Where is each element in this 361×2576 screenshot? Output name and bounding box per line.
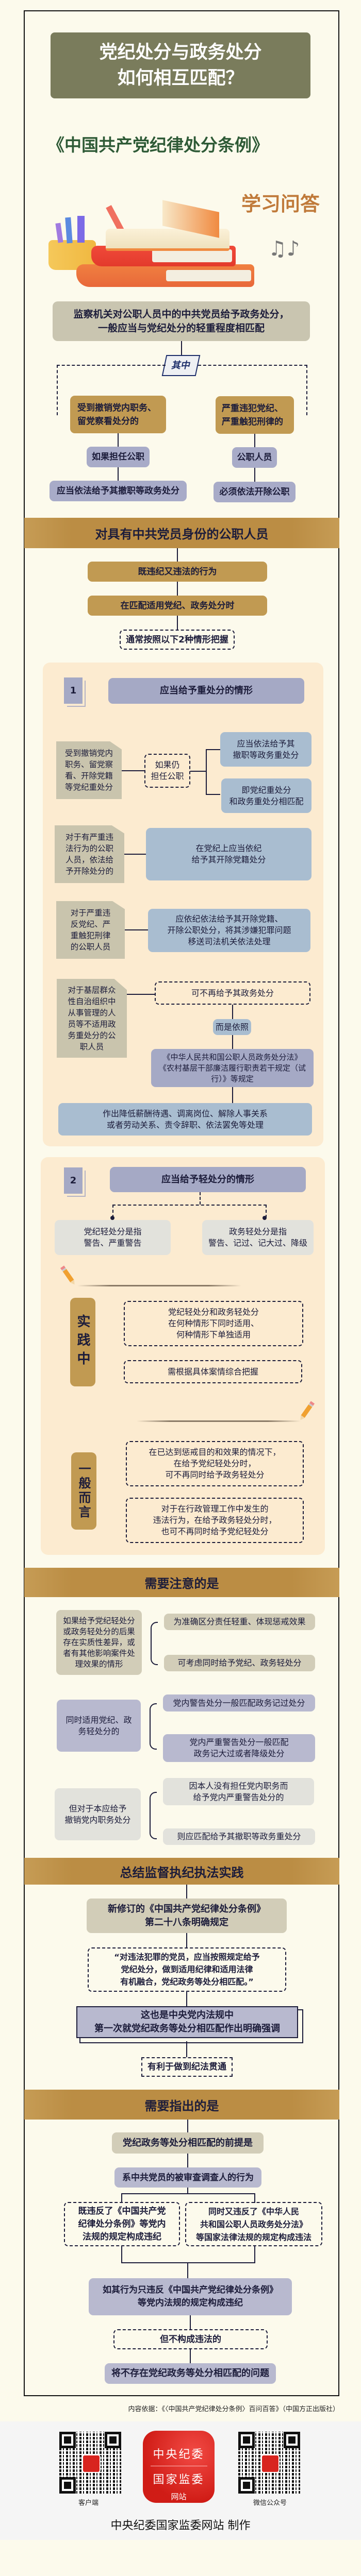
title-line-1: 党纪处分与政务处分 xyxy=(99,42,262,63)
logo-text: 网站 xyxy=(171,2492,187,2501)
condition-box: 如果给予党纪轻处分 或政务轻处分的后果 存在实质性差异，或 者有其他影响案件处 … xyxy=(56,1610,142,1675)
not-law-box: 但不构成违法的 xyxy=(113,2329,268,2349)
practice-box: 党纪轻处分和政务轻处分 在何种情形下同时适用、 何种情形下单独适用 xyxy=(124,1301,303,1346)
step-box: 既违纪又违法的行为 xyxy=(88,562,267,582)
books-illustration: ♫♪ xyxy=(46,200,335,291)
book-title: 《中国共产党纪律处分条例》 xyxy=(47,135,269,155)
title-box: 党纪处分与政务处分 如何相互匹配？ xyxy=(51,32,310,98)
section-banner: 总结监督执纪执法实践 xyxy=(24,1858,339,1885)
case-note: 对于基层群众 性自治组织中 从事管理的人 员等不适用政 务重处分的公 职人员 xyxy=(57,979,127,1058)
conclusion-box: 将不存在党纪政务等处分相匹配的问题 xyxy=(105,2363,276,2384)
violation-box-right: 同时又违反了《中华人民 共和国公职人员政务处分法》 等国家法律法规的规定构成违法 xyxy=(185,2202,322,2246)
premise-box: 党纪政务等处分相匹配的前提是 xyxy=(112,2132,264,2154)
condition-box-left: 如果担任公职 xyxy=(87,447,150,467)
general-tag: 一般而言 xyxy=(71,1452,96,1530)
result-box: 即党纪重处分 和政务重处分相匹配 xyxy=(221,778,311,813)
section-banner: 对具有中共党员身份的公职人员 xyxy=(24,518,339,548)
result-box: 在党纪上应当依纪 给予其开除党籍处分 xyxy=(146,828,311,880)
definition-box: 党纪轻处分是指 警告、严重警告 xyxy=(55,1220,171,1255)
intro-box: 监察机关对公职人员中的中共党员给予政务处分， 一般应当与党纪处分的轻重程度相匹配 xyxy=(53,301,310,341)
only-discipline-box: 如其行为只违反《中国共产党纪律处分条例》 等党内法规的规定构成违纪 xyxy=(89,2278,292,2315)
result-box: 应依纪依法给予其开除党籍、 开除公职处分，将其涉嫌犯罪问题 移送司法机关依法处理 xyxy=(148,909,310,952)
case-box-left: 受到撤销党内职务、 留党察看处分的 xyxy=(70,396,166,433)
dashed-connector xyxy=(57,365,166,415)
dashed-connector xyxy=(198,365,307,415)
logo-text: 中央纪委 xyxy=(153,2448,205,2461)
music-notes-icon: ♫♪ xyxy=(268,237,300,261)
logo-icon xyxy=(261,2454,280,2473)
actions-box: 作出降低薪酬待遇、调离岗位、解除人事关系 或者劳动关系、责令辞职、依法罢免等处理 xyxy=(58,1103,312,1136)
brace xyxy=(151,1622,158,1665)
general-box: 在已达到惩戒目的和效果的情况下， 在给予党纪轻处分时， 可不再同时给予政务轻处分 xyxy=(126,1441,304,1486)
case-number: 2 xyxy=(64,1167,83,1194)
result-box: 因本人没有担任党内职务而 给予党内严重警告处分的 xyxy=(163,1778,314,1805)
subtitle: 学习问答 xyxy=(241,193,320,215)
definition-box: 政务轻处分是指 警告、记过、记大过、降级 xyxy=(202,1220,314,1255)
divider xyxy=(77,1285,241,1286)
result-box-left: 应当依法给予其撤职等政务处分 xyxy=(50,481,187,501)
condition-box: 同时适用党纪、政 务轻处分的 xyxy=(57,1700,141,1752)
logo-text: 国家监委 xyxy=(153,2473,205,2486)
subject-box: 系中共党员的被审查调查人的行为 xyxy=(114,2167,261,2188)
logo-icon xyxy=(82,2454,101,2473)
benefit-box: 有利于做到纪法贯通 xyxy=(141,2057,233,2077)
case-title: 应当给予轻处分的情形 xyxy=(110,1167,306,1192)
result-box: 党内严重警告处分一般匹配 政务记大过或者降级处分 xyxy=(163,1734,315,1762)
divider xyxy=(137,1420,301,1422)
credit: 中央纪委国家监委网站 制作 xyxy=(110,2519,251,2532)
laws-box: 《中华人民共和国公职人员政务处分法》 《农村基层干部廉洁履行职责若干规定（试 行… xyxy=(151,1049,314,1087)
qr-label-client: 客户端 xyxy=(78,2499,99,2507)
case-note: 对于严重违 反党纪、严 重触犯刑律 的公职人员 xyxy=(56,901,125,959)
result-box-right: 必须依法开除公职 xyxy=(214,482,296,502)
title-line-2: 如何相互匹配？ xyxy=(117,68,244,89)
footer: 客户端 中央纪委 国家监委 网站 微信公众号 中央纪委国家监委网站 制作 xyxy=(0,2421,361,2540)
rule-box: 新修订的《中国共产党纪律处分条例》 第二十八条明确规定 xyxy=(87,1899,287,1933)
violation-box-left: 既违反了《中国共产党 纪律处分条例》等党内 法规的规定构成违纪 xyxy=(64,2202,180,2246)
qr-code-client[interactable] xyxy=(59,2432,121,2494)
brace xyxy=(150,1703,157,1750)
qr-label-wechat: 微信公众号 xyxy=(253,2499,287,2507)
condition-box: 但对于本应给予 撤销党内职务处分 xyxy=(55,1788,141,1840)
case-note: 受到撤销党内 职务、留党察 看、开除党籍 等党纪重处分 xyxy=(56,741,122,799)
result-box: 可考虑同时给予党纪、政务轻处分 xyxy=(164,1655,315,1671)
condition-box-right: 公职人员 xyxy=(232,447,277,468)
case-box-right: 严重违犯党纪、 严重触犯刑律的 xyxy=(216,396,294,434)
via-label: 而是依照 xyxy=(213,1019,251,1035)
result-box: 可不再给予其政务处分 xyxy=(155,981,310,1005)
note-box: 通常按照以下2种情形把握 xyxy=(120,630,235,650)
among-label: 其中 xyxy=(161,355,201,376)
result-box: 应当依法给予其 撤职等政务重处分 xyxy=(220,732,311,767)
result-box: 为准确区分责任轻重、体现惩戒效果 xyxy=(164,1614,315,1630)
section-banner: 需要注意的是 xyxy=(24,1568,339,1597)
site-logo: 中央纪委 国家监委 网站 xyxy=(143,2431,215,2503)
case-title: 应当给予重处分的情形 xyxy=(108,678,304,704)
first-emphasis-box: 这也是中央党内法规中 第一次就党纪政务等处分相匹配作出明确强调 xyxy=(76,2006,298,2038)
practice-box: 需根据具体案情综合把握 xyxy=(124,1360,302,1383)
qr-code-wechat[interactable] xyxy=(238,2432,300,2494)
section-banner: 需要指出的是 xyxy=(24,2090,339,2120)
quote-box: “对违法犯罪的党员，应当按照规定给予 党纪处分，做到适用纪律和适用法律 有机融合… xyxy=(88,1947,286,1992)
practice-tag: 实践中 xyxy=(70,1298,95,1386)
condition-box: 如果仍 担任公职 xyxy=(144,754,190,788)
result-box: 则应匹配给予其撤职等政务重处分 xyxy=(163,1828,315,1845)
brace xyxy=(150,1792,157,1839)
source-note: 内容依据：《〈中国共产党纪律处分条例〉百问百答》（中国方正出版社） xyxy=(128,2405,339,2413)
case-number: 1 xyxy=(64,677,83,704)
content-frame xyxy=(24,10,339,2396)
general-box: 对于在行政管理工作中发生的 违法行为，在给予政务轻处分时， 也可不再同时给予党纪… xyxy=(126,1498,304,1543)
case-note: 对于有严重违 法行为的公职 人员，依法给 予开除处分的 xyxy=(55,825,124,883)
step-box: 在匹配适用党纪、政务处分时 xyxy=(88,596,267,616)
result-box: 党内警告处分一般匹配政务记过处分 xyxy=(163,1694,315,1711)
